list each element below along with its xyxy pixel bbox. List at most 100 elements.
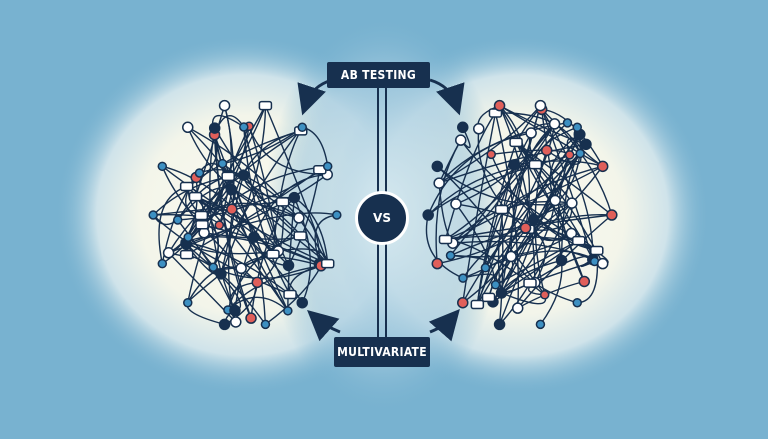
network-link [200,202,300,219]
network-link [187,125,250,303]
network-link [265,265,322,325]
network-node-icon [183,297,193,308]
network-node-icon [528,159,543,170]
network-link [287,169,321,266]
network-node-icon [282,259,295,272]
network-node-icon [194,210,209,221]
network-node-icon [237,169,250,181]
network-link [168,177,198,254]
network-link [513,160,603,167]
network-node-icon [422,209,434,221]
network-link [560,153,581,261]
network-node-icon [540,144,553,157]
network-node-icon [320,258,335,269]
network-link [209,127,236,311]
network-node-icon [473,123,485,135]
network-link [187,126,329,265]
network-link [199,169,284,203]
network-node-icon [182,121,194,134]
network-node-icon [195,220,209,230]
arrow-curve-icon [307,310,341,342]
network-node-icon [493,99,506,112]
network-node-icon [260,319,271,330]
network-node-icon [511,302,524,314]
network-node-icon [183,232,193,242]
network-link [161,165,328,265]
network-node-icon [297,122,307,133]
vs-badge: VS [355,191,409,245]
network-node-icon [564,150,575,160]
network-link [541,108,604,167]
network-node-icon [248,231,260,243]
network-node-icon [179,249,194,260]
network-node-icon [596,257,609,270]
network-link [227,265,322,311]
network-node-icon [490,280,501,290]
network-link [436,165,546,296]
network-node-icon [438,234,453,245]
multivariate-label: MULTIVARIATE [334,337,430,367]
network-link [539,260,563,325]
network-right [422,99,618,331]
network-node-icon [470,299,485,310]
network-node-icon [495,287,508,299]
network-link [425,214,464,279]
network-link [501,165,603,211]
network-link [427,152,581,216]
network-node-icon [217,158,228,169]
network-node-icon [539,290,550,300]
network-node-icon [235,262,247,275]
network-node-icon [226,203,238,216]
network-node-icon [293,212,305,224]
network-node-icon [229,304,241,317]
network-node-icon [575,148,585,159]
network-node-icon [157,258,168,269]
network-node-icon [450,198,462,210]
network-node-icon [457,121,469,134]
network-node-icon [454,134,467,146]
network-node-icon [433,177,445,189]
network-node-icon [486,149,496,160]
network-node-icon [431,257,444,270]
network-node-icon [275,197,290,207]
network-link [158,185,187,264]
network-node-icon [525,127,537,139]
network-link [557,134,581,261]
network-node-icon [606,209,618,221]
network-link [445,123,556,241]
network-node-icon [596,160,609,173]
network-node-icon [534,99,547,112]
network-link [201,105,267,226]
network-node-icon [172,215,183,225]
network-link [186,134,218,188]
network-link [499,104,587,145]
network-node-icon [457,296,469,309]
network-link [227,235,301,311]
network-node-icon [480,263,491,273]
network-link [184,236,320,265]
network-link [455,203,580,242]
arrow-curve-icon [429,78,465,116]
network-node-icon [580,138,592,151]
network-node-icon [208,262,218,272]
network-node-icon [214,220,225,230]
network-link [186,212,337,245]
network-node-icon [208,122,221,134]
network-link [500,105,542,294]
network-node-icon [218,99,231,112]
network-link [499,105,604,167]
network-link [437,200,556,265]
network-link [445,154,571,241]
network-node-icon [148,210,158,220]
network-left [148,99,342,331]
network-link [501,240,580,294]
network-node-icon [572,297,582,308]
network-node-icon [157,161,168,172]
network-node-icon [519,222,532,234]
network-node-icon [527,213,540,226]
network-node-icon [548,118,561,130]
network-link [452,240,594,261]
network-node-icon [188,191,203,202]
